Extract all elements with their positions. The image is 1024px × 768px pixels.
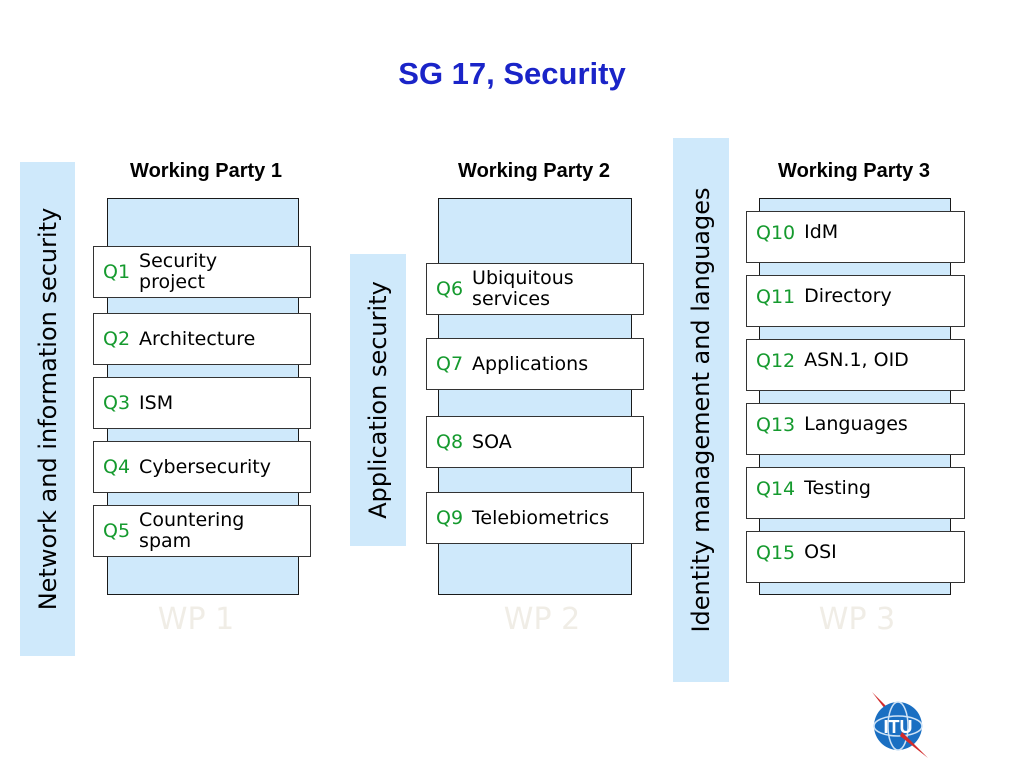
wp3-heading: Working Party 3 [778, 160, 930, 182]
band-network-security-label: Network and information security [34, 207, 62, 611]
band-identity-management-label: Identity management and languages [687, 187, 715, 633]
question-label: ISM [139, 391, 174, 414]
question-number: Q1 [103, 261, 131, 283]
wp2-heading: Working Party 2 [458, 160, 610, 182]
question-label: Security project [139, 250, 218, 293]
question-number: Q3 [103, 392, 131, 414]
question-number: Q4 [103, 456, 131, 478]
question-box-q11: Q11 Directory [746, 275, 965, 327]
logo-globe-meridian [887, 701, 909, 751]
question-number: Q11 [756, 286, 796, 308]
question-label: ASN.1, OID [804, 349, 909, 371]
wp3-column [759, 198, 951, 595]
question-box-q6: Q6 Ubiquitous services [426, 263, 644, 315]
question-box-q12: Q12 ASN.1, OID [746, 339, 965, 391]
question-number: Q6 [436, 278, 464, 300]
logo-bolt-lower [900, 732, 928, 758]
question-box-q8: Q8 SOA [426, 416, 644, 468]
question-label: Languages [804, 413, 908, 435]
question-box-q15: Q15 OSI [746, 531, 965, 583]
question-box-q7: Q7 Applications [426, 338, 644, 390]
question-box-q14: Q14 Testing [746, 467, 965, 519]
wp1-heading: Working Party 1 [130, 160, 282, 182]
question-number: Q9 [436, 507, 464, 529]
page-title: SG 17, Security [398, 56, 626, 91]
band-application-security-label: Application security [364, 281, 392, 519]
question-box-q10: Q10 IdM [746, 211, 965, 263]
question-number: Q8 [436, 431, 464, 453]
logo-text: ITU [884, 717, 913, 737]
question-box-q2: Q2 Architecture [93, 313, 311, 365]
question-label: Applications [472, 352, 589, 375]
question-number: Q15 [756, 542, 796, 564]
question-label: SOA [472, 430, 512, 453]
band-identity-management: Identity management and languages [673, 138, 729, 682]
question-number: Q5 [103, 520, 131, 542]
question-box-q1: Q1 Security project [93, 246, 311, 298]
question-number: Q14 [756, 478, 796, 500]
band-network-security: Network and information security [20, 162, 75, 656]
question-label: Cybersecurity [139, 455, 271, 478]
question-label: OSI [804, 541, 837, 563]
band-application-security: Application security [350, 254, 406, 546]
question-number: Q10 [756, 222, 796, 244]
question-box-q5: Q5 Countering spam [93, 505, 311, 557]
question-box-q4: Q4 Cybersecurity [93, 441, 311, 493]
question-box-q13: Q13 Languages [746, 403, 965, 455]
logo-globe-equator [873, 715, 923, 737]
question-box-q3: Q3 ISM [93, 377, 311, 429]
question-label: Countering spam [139, 509, 245, 552]
question-label: Directory [804, 285, 892, 307]
question-number: Q13 [756, 414, 796, 436]
question-number: Q2 [103, 328, 131, 350]
question-number: Q12 [756, 350, 796, 372]
question-number: Q7 [436, 353, 464, 375]
itu-logo: ITU [872, 692, 928, 758]
wp1-ghost-label: WP 1 [157, 602, 235, 637]
wp2-ghost-label: WP 2 [503, 602, 581, 637]
question-label: IdM [804, 221, 839, 243]
question-label: Ubiquitous services [472, 267, 574, 310]
wp3-ghost-label: WP 3 [818, 602, 896, 637]
question-label: Architecture [139, 327, 256, 350]
question-label: Telebiometrics [472, 506, 610, 529]
logo-globe [874, 702, 922, 750]
question-label: Testing [804, 477, 871, 499]
question-box-q9: Q9 Telebiometrics [426, 492, 644, 544]
